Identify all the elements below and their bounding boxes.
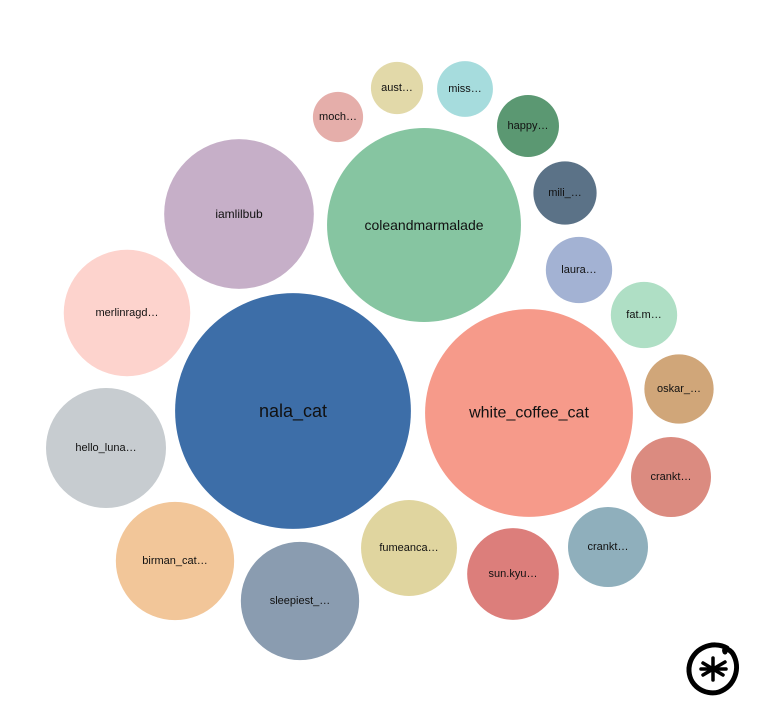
bubble[interactable]: mili_… [533, 161, 597, 225]
bubble-circle[interactable] [533, 161, 597, 225]
bubble-label: merlinragd… [96, 307, 159, 319]
bubble[interactable]: birman_cat… [115, 501, 235, 621]
bubble[interactable]: iamlilbub [164, 139, 314, 289]
observable-logo-icon [686, 642, 739, 696]
bubble[interactable]: miss… [437, 61, 493, 117]
bubble-circle[interactable] [327, 128, 521, 322]
bubble-circle[interactable] [370, 61, 424, 115]
bubble-label: fat.m… [626, 309, 661, 321]
bubble-circle[interactable] [467, 528, 559, 620]
bubble[interactable]: coleandmarmalade [327, 128, 521, 322]
bubble-circle[interactable] [46, 388, 166, 508]
bubble-label: crankt… [588, 541, 629, 553]
bubble-label: moch… [319, 111, 357, 123]
bubble-label: coleandmarmalade [364, 217, 483, 233]
bubble-label: laura… [561, 264, 596, 276]
bubble-circle[interactable] [164, 139, 314, 289]
bubble-label: hello_luna… [75, 442, 136, 454]
bubble-label: birman_cat… [142, 555, 207, 567]
bubble-label: fumeanca… [379, 542, 438, 554]
bubble-circle[interactable] [610, 281, 678, 349]
bubble-circle[interactable] [312, 91, 364, 143]
bubble-circle[interactable] [175, 293, 411, 529]
bubble-circle[interactable] [437, 61, 493, 117]
bubble[interactable]: sun.kyu… [467, 528, 559, 620]
bubble[interactable]: laura… [545, 236, 613, 304]
bubble-circle[interactable] [425, 309, 633, 517]
bubble-label: sleepiest_… [270, 595, 331, 607]
bubble-label: crankt… [651, 471, 692, 483]
bubble[interactable]: fumeanca… [361, 500, 457, 596]
bubble-circle[interactable] [644, 354, 714, 424]
bubble[interactable]: oskar_… [644, 354, 714, 424]
bubble[interactable]: sleepiest_… [240, 541, 360, 661]
bubble-circle[interactable] [545, 236, 613, 304]
bubble[interactable]: white_coffee_cat [425, 309, 633, 517]
bubble[interactable]: crankt… [568, 507, 648, 587]
bubble-circle[interactable] [631, 437, 711, 517]
bubble-label: sun.kyu… [489, 568, 538, 580]
bubble[interactable]: moch… [312, 91, 364, 143]
bubble[interactable]: happy… [497, 95, 559, 157]
bubble-label: iamlilbub [215, 207, 263, 221]
bubble-circle[interactable] [63, 249, 191, 377]
bubble-circle[interactable] [115, 501, 235, 621]
bubble-label: aust… [381, 82, 413, 94]
bubble-label: white_coffee_cat [468, 405, 589, 422]
bubble-label: nala_cat [259, 401, 327, 422]
bubble[interactable]: hello_luna… [46, 388, 166, 508]
bubble-label: miss… [448, 83, 482, 95]
bubble[interactable]: nala_cat [175, 293, 411, 529]
bubble[interactable]: crankt… [631, 437, 711, 517]
bubble-circle[interactable] [240, 541, 360, 661]
bubble[interactable]: fat.m… [610, 281, 678, 349]
bubble-label: happy… [508, 120, 549, 132]
bubble-circle[interactable] [497, 95, 559, 157]
bubble-circle[interactable] [568, 507, 648, 587]
bubble-label: mili_… [548, 187, 582, 199]
bubble[interactable]: aust… [370, 61, 424, 115]
bubble-circle[interactable] [361, 500, 457, 596]
bubble[interactable]: merlinragd… [63, 249, 191, 377]
bubble-label: oskar_… [657, 383, 701, 395]
